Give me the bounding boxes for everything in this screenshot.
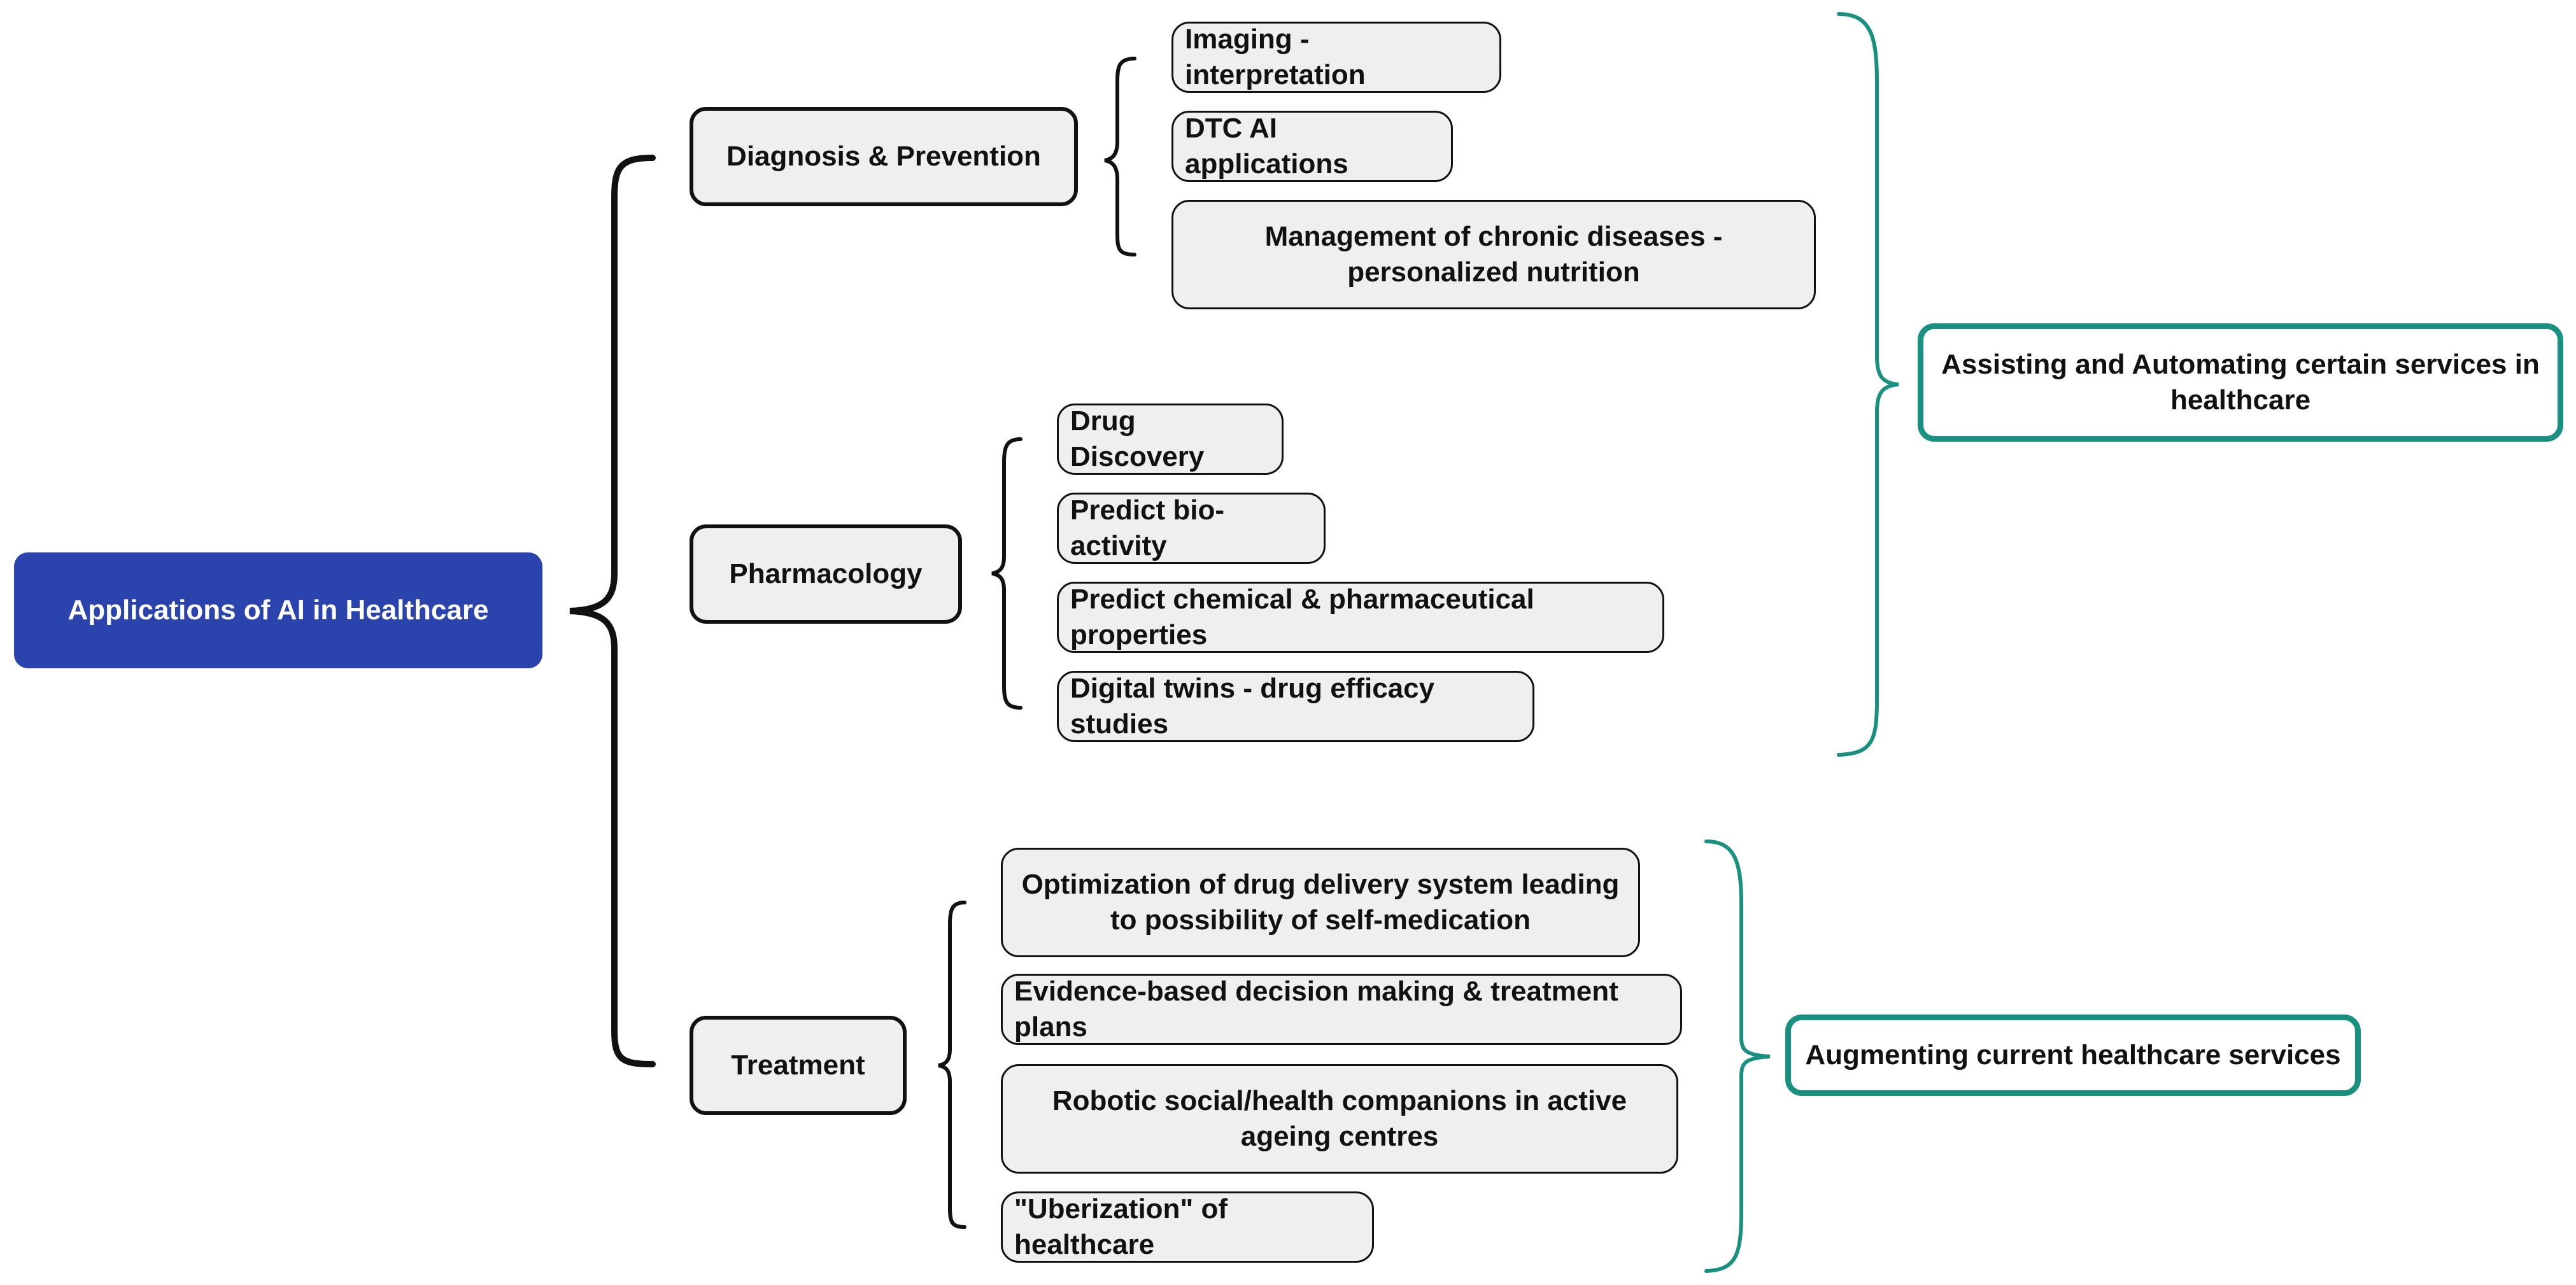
- root-node: Applications of AI in Healthcare: [14, 552, 542, 668]
- treatment-brace: [938, 901, 966, 1229]
- category-pharmacology: Pharmacology: [690, 524, 962, 624]
- leaf-imaging-interpretation: Imaging - interpretation: [1171, 22, 1501, 93]
- assisting-bracket: [1837, 12, 1899, 757]
- leaf-uberization: "Uberization" of healthcare: [1001, 1191, 1374, 1263]
- leaf-dtc-ai-applications: DTC AI applications: [1171, 111, 1453, 182]
- group-assisting-automating: Assisting and Automating certain service…: [1918, 323, 2563, 442]
- leaf-drug-discovery: Drug Discovery: [1057, 404, 1284, 475]
- leaf-drug-delivery-optimization: Optimization of drug delivery system lea…: [1001, 848, 1640, 957]
- leaf-predict-chemical-properties: Predict chemical & pharmaceutical proper…: [1057, 582, 1664, 653]
- leaf-chronic-diseases-nutrition: Management of chronic diseases - persona…: [1171, 200, 1816, 309]
- pharmacology-brace: [991, 437, 1023, 710]
- group-augmenting-services: Augmenting current healthcare services: [1785, 1015, 2361, 1096]
- category-label: Treatment: [731, 1049, 865, 1081]
- category-diagnosis-prevention: Diagnosis & Prevention: [690, 107, 1078, 206]
- root-brace: [569, 155, 656, 1067]
- augmenting-bracket: [1704, 839, 1771, 1273]
- diagnosis-brace: [1104, 57, 1136, 256]
- category-label: Diagnosis & Prevention: [726, 140, 1041, 172]
- leaf-evidence-based-decisions: Evidence-based decision making & treatme…: [1001, 974, 1682, 1045]
- category-label: Pharmacology: [729, 558, 923, 589]
- leaf-predict-bio-activity: Predict bio-activity: [1057, 493, 1326, 564]
- root-label: Applications of AI in Healthcare: [67, 594, 489, 626]
- category-treatment: Treatment: [690, 1016, 907, 1115]
- leaf-robotic-companions: Robotic social/health companions in acti…: [1001, 1064, 1678, 1174]
- leaf-digital-twins: Digital twins - drug efficacy studies: [1057, 671, 1534, 742]
